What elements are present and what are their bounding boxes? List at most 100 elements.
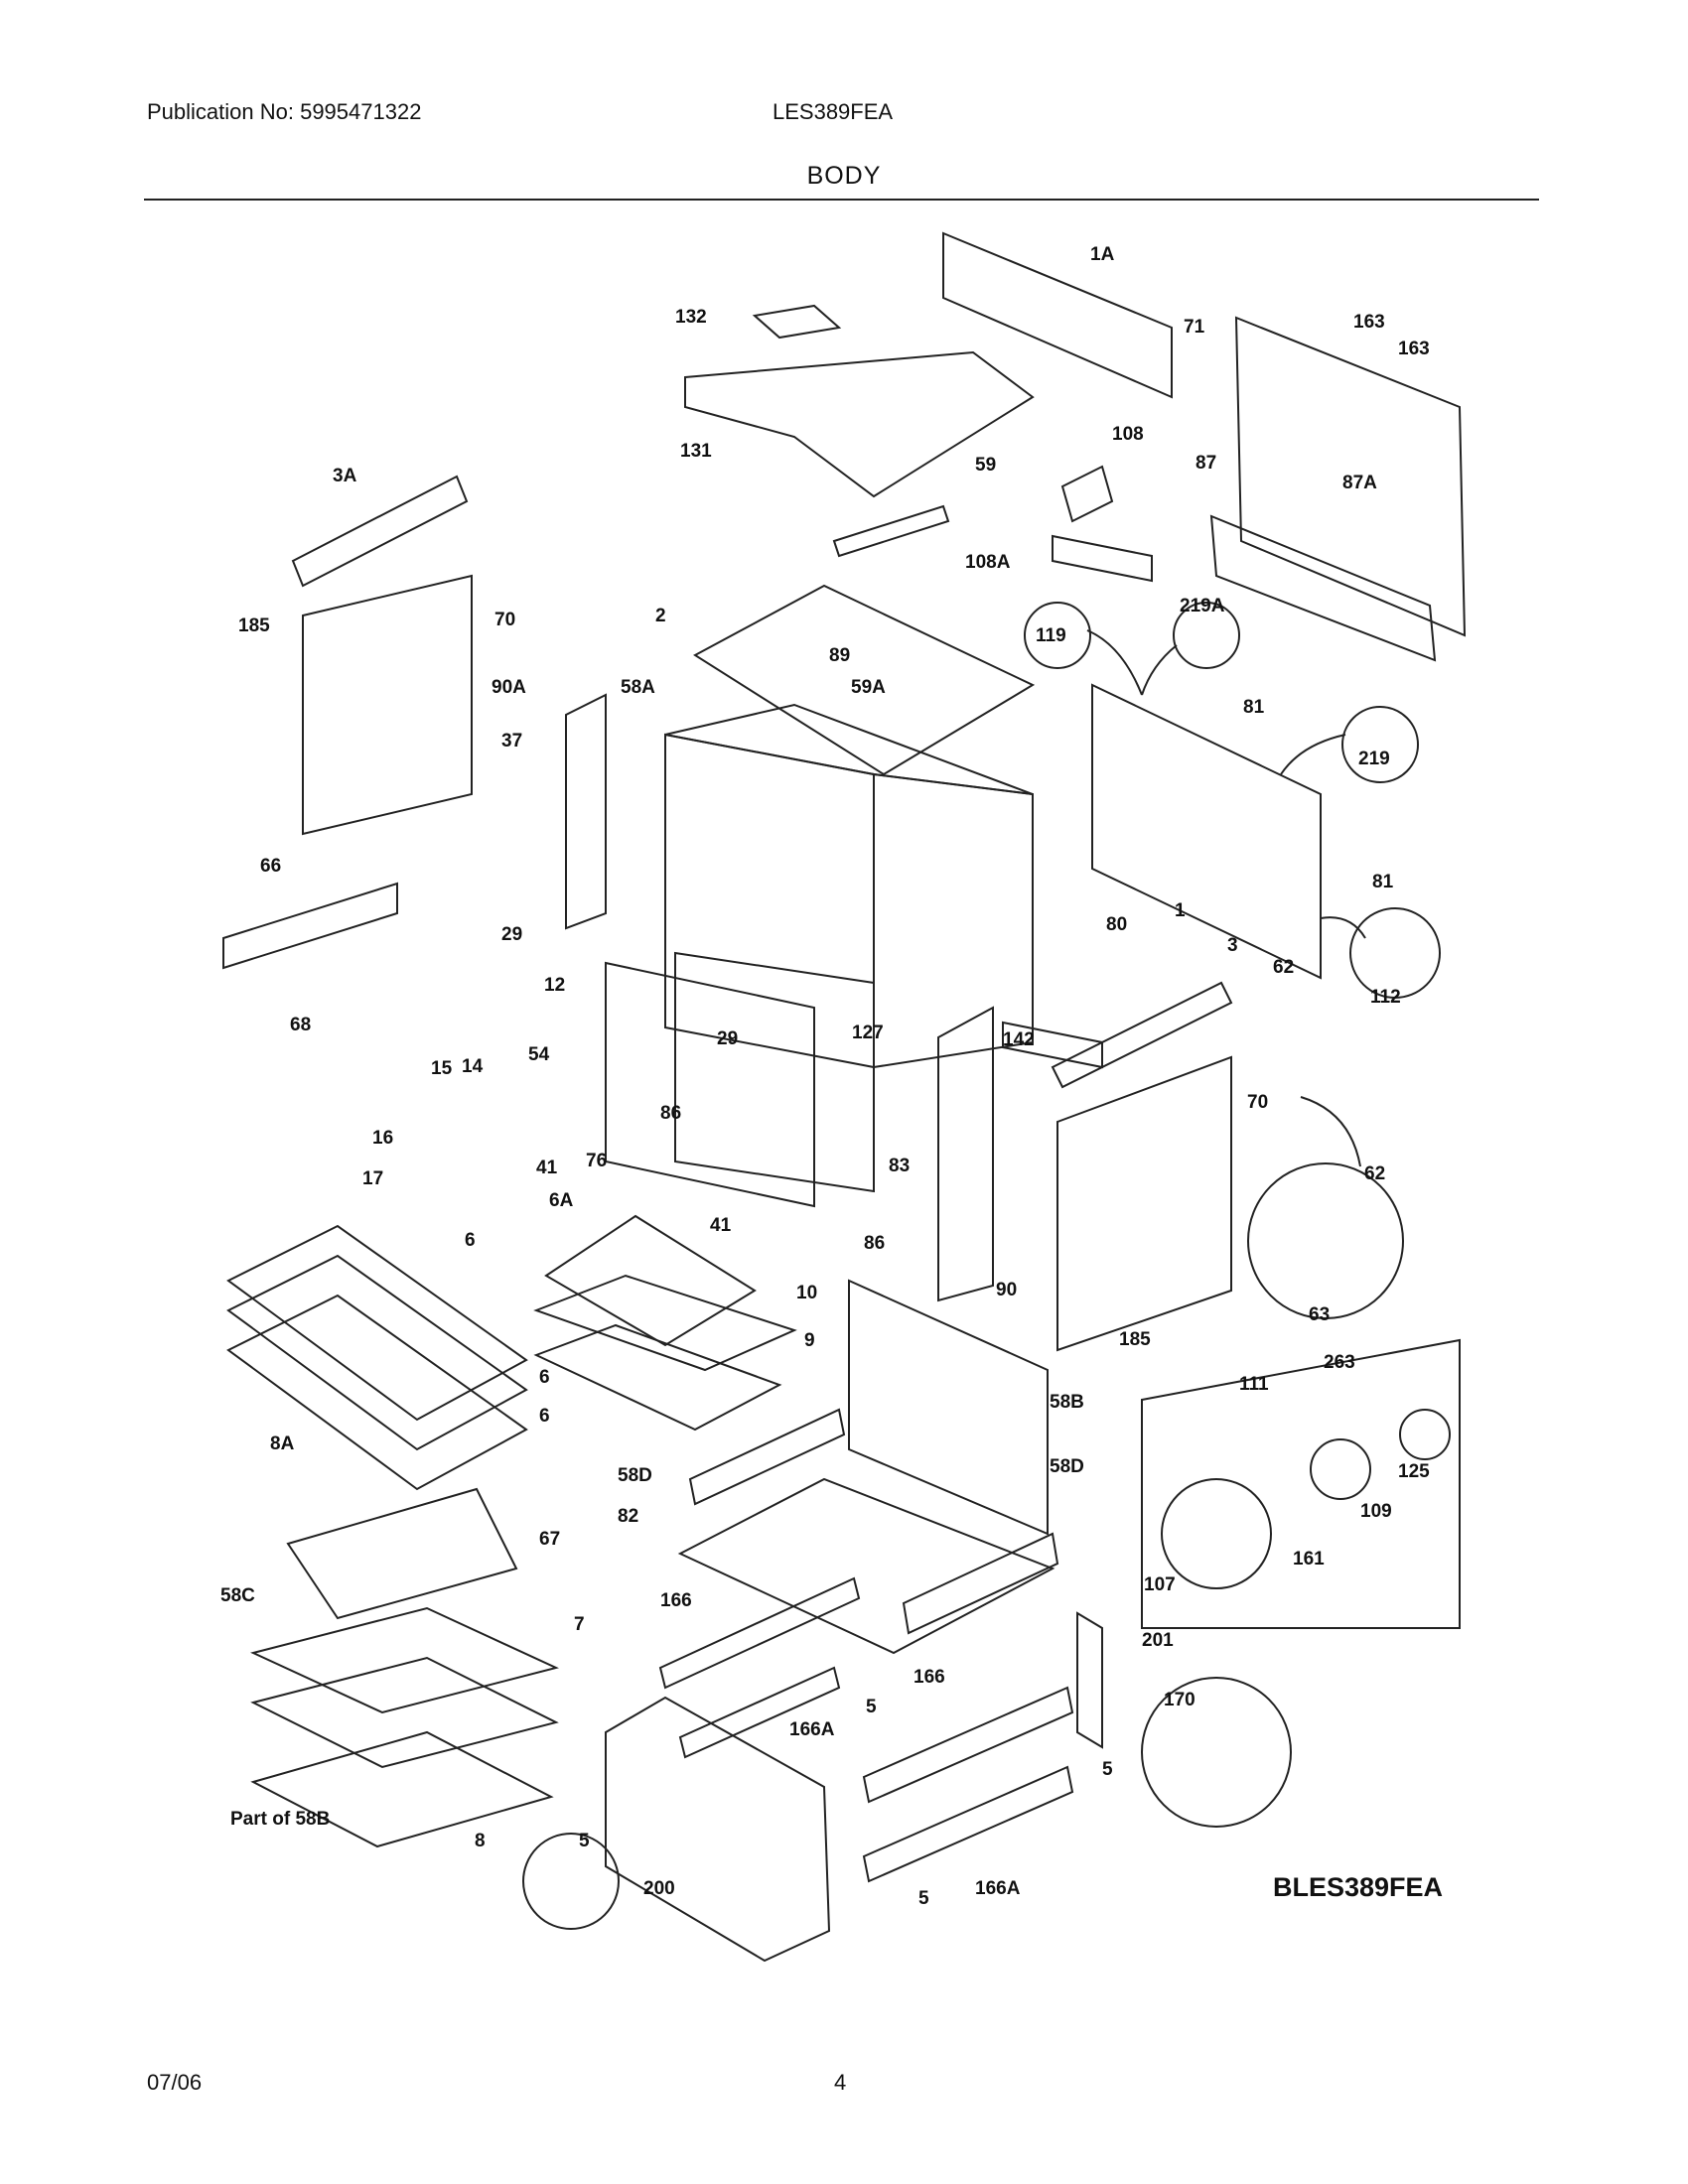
label-111: 111	[1239, 1374, 1269, 1395]
label-83: 83	[889, 1156, 910, 1176]
label-131: 131	[680, 441, 712, 462]
label-6-c: 6	[539, 1406, 550, 1427]
label-29-b: 29	[717, 1028, 738, 1049]
part-108a-bracket	[1052, 534, 1153, 583]
label-90: 90	[996, 1280, 1017, 1300]
label-59: 59	[975, 455, 996, 476]
part-70-panel-left	[302, 574, 473, 836]
label-90a: 90A	[492, 677, 526, 698]
label-5-b: 5	[1102, 1759, 1113, 1780]
page-number: 4	[834, 2070, 847, 2095]
part-166-slide-right	[862, 1686, 1074, 1804]
part-6a-rack	[544, 1214, 757, 1347]
label-1a: 1A	[1090, 244, 1115, 265]
part-87-bracket	[1209, 514, 1437, 662]
part-top-bracket	[942, 231, 1173, 399]
part-70-panel-right	[1056, 1055, 1232, 1352]
label-63: 63	[1309, 1304, 1330, 1325]
label-119: 119	[1036, 625, 1066, 646]
fan-assembly-inset	[1141, 1338, 1461, 1629]
label-125: 125	[1398, 1461, 1430, 1482]
part-2-plate	[693, 584, 1036, 776]
label-58b: 58B	[1050, 1392, 1084, 1413]
label-7: 7	[574, 1614, 585, 1635]
label-12: 12	[544, 975, 565, 996]
label-14: 14	[462, 1056, 484, 1077]
part-107-housing	[1161, 1478, 1272, 1589]
label-87a: 87A	[1342, 473, 1377, 493]
label-29-a: 29	[501, 924, 522, 945]
part-71-panel	[1234, 316, 1467, 637]
part-6-rack-2	[226, 1254, 528, 1451]
detail-62-circle	[1247, 1162, 1404, 1319]
part-58c-insulation	[250, 1656, 559, 1769]
detail-170-circle	[1141, 1677, 1292, 1828]
part-58d-strip-right	[902, 1532, 1059, 1635]
label-108: 108	[1112, 424, 1144, 445]
label-89: 89	[829, 645, 850, 666]
part-6-rack-1	[226, 1224, 528, 1422]
label-82: 82	[618, 1506, 638, 1527]
part-7-plate	[250, 1606, 559, 1714]
part-131-shelf	[684, 350, 1035, 498]
part-166a-slide-left	[678, 1666, 841, 1759]
part-76-frame	[605, 961, 815, 1208]
label-part-of-58b: Part of 58B	[230, 1809, 330, 1830]
part-125-motor	[1399, 1409, 1451, 1460]
part-oven-cavity	[674, 951, 875, 1193]
label-41-a: 41	[536, 1158, 558, 1178]
part-166-slide-left	[658, 1576, 861, 1690]
label-68: 68	[290, 1015, 311, 1035]
label-108a: 108A	[965, 552, 1011, 573]
label-263: 263	[1324, 1352, 1355, 1373]
part-59-tube	[832, 504, 950, 558]
label-87: 87	[1196, 453, 1216, 474]
label-86-b: 86	[864, 1233, 885, 1254]
label-5-d: 5	[918, 1888, 929, 1909]
part-58a-insulation	[664, 733, 875, 1069]
part-90a-rail	[565, 693, 607, 930]
label-185-b: 185	[1119, 1329, 1151, 1350]
label-219a: 219A	[1180, 596, 1225, 616]
part-1-rear-panel	[1091, 683, 1322, 980]
part-109-fan	[1310, 1438, 1371, 1500]
header-rule	[144, 199, 1539, 201]
label-62-a: 62	[1273, 957, 1294, 978]
label-6-a: 6	[465, 1230, 476, 1251]
label-200: 200	[643, 1878, 675, 1899]
part-8a-element	[286, 1487, 518, 1620]
label-170: 170	[1164, 1690, 1196, 1710]
label-3: 3	[1227, 935, 1238, 956]
label-3a: 3A	[333, 466, 357, 486]
label-37: 37	[501, 731, 522, 751]
label-166-a: 166	[660, 1590, 692, 1611]
part-200-frame	[605, 1696, 831, 1963]
label-58d-b: 58D	[1050, 1456, 1084, 1477]
label-66: 66	[260, 856, 281, 877]
publication-number: Publication No: 5995471322	[147, 99, 422, 124]
part-3-bracket	[1051, 981, 1233, 1089]
publication-date: 07/06	[147, 2070, 203, 2095]
label-166a-b: 166A	[975, 1878, 1021, 1899]
label-62-b: 62	[1364, 1163, 1385, 1184]
part-201-bracket	[1076, 1611, 1103, 1749]
label-5-c: 5	[579, 1831, 590, 1851]
label-58d-a: 58D	[618, 1465, 652, 1486]
part-9-pan	[533, 1323, 782, 1432]
arrow-62	[1300, 1096, 1361, 1167]
label-166a-a: 166A	[789, 1719, 835, 1740]
label-185-a: 185	[238, 615, 270, 636]
part-90-rail	[937, 1006, 994, 1302]
model-number: LES389FEA	[773, 99, 894, 124]
label-163-a: 163	[1353, 312, 1385, 333]
label-58c: 58C	[220, 1585, 255, 1606]
label-132: 132	[675, 307, 707, 328]
part-132-plate	[752, 304, 842, 340]
part-58d-strip-left	[688, 1408, 846, 1506]
label-112: 112	[1370, 987, 1401, 1008]
label-1: 1	[1175, 900, 1186, 921]
arrow-119	[1086, 629, 1143, 696]
part-3a-bracket	[291, 475, 469, 588]
label-9: 9	[804, 1330, 815, 1351]
